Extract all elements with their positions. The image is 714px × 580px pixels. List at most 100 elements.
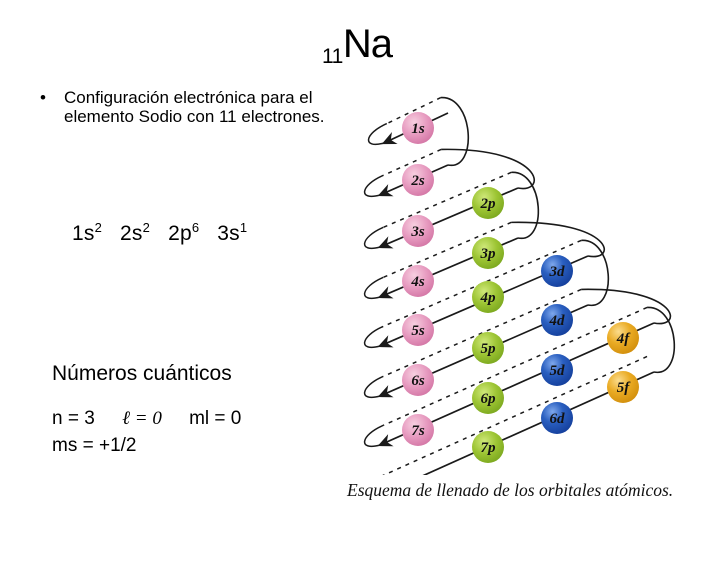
orbital-6d: 6d <box>541 402 573 434</box>
quantum-number-ms: ms = +1/2 <box>52 435 137 456</box>
orbital-3s: 3s <box>402 215 434 247</box>
orbital-bubble-s <box>402 112 434 144</box>
left-uturn-2 <box>363 174 384 198</box>
orbital-label: 5d <box>550 363 566 379</box>
orbital-4f: 4f <box>607 322 639 354</box>
orbital-6p: 6p <box>472 382 504 414</box>
orbital-bubble-s <box>402 164 434 196</box>
bullet-text: Configuración electrónica para el elemen… <box>64 88 325 126</box>
diagram-dashed-returns <box>382 96 648 475</box>
orbital-label: 6d <box>550 411 566 427</box>
orbital-2p: 2p <box>472 187 504 219</box>
orbital-bubble-s <box>402 215 434 247</box>
orbital-label: 6s <box>411 373 425 389</box>
orbital-bubble-p <box>472 281 504 313</box>
orbital-4s: 4s <box>402 265 434 297</box>
bullet-list-item: • Configuración electrónica para el elem… <box>36 88 336 126</box>
orbital-bubble-p <box>472 187 504 219</box>
page-title: 11Na <box>0 22 714 68</box>
orbital-bubble-s <box>402 364 434 396</box>
orbital-bubble-p <box>472 431 504 463</box>
orbital-label: 4s <box>410 274 425 290</box>
quantum-number-n: n = 3 <box>52 408 95 429</box>
config-term-base: 2p <box>168 222 192 245</box>
orbital-7s: 7s <box>402 414 434 446</box>
orbital-1s: 1s <box>402 112 434 144</box>
right-uturn-6 <box>581 288 672 325</box>
orbital-label: 4d <box>549 313 566 329</box>
right-uturn-7 <box>647 306 675 373</box>
quantum-numbers-heading: Números cuánticos <box>52 362 232 385</box>
config-term-2p: 2p6 <box>168 220 200 245</box>
orbital-bubble-d <box>541 304 573 336</box>
orbital-bubble-f <box>607 322 639 354</box>
orbital-label: 1s <box>411 121 425 137</box>
orbital-label: 3d <box>549 264 566 280</box>
orbital-5p: 5p <box>472 332 504 364</box>
orbital-7p: 7p <box>472 431 504 463</box>
orbital-3p: 3p <box>472 237 504 269</box>
orbital-filling-diagram: 1s 2s 2p 3s 3p 4s 3d 4p 5s 4d 4f 5p 6s 5d 5f 6p 7s 6d 7p <box>340 95 714 475</box>
orbital-bubble-s <box>402 314 434 346</box>
config-term-2s: 2s2 <box>120 220 151 245</box>
orbital-label: 7s <box>411 423 425 439</box>
diagram-caption: Esquema de llenado de los orbitales atóm… <box>347 480 674 500</box>
dashed-return-7 <box>382 306 648 427</box>
orbital-label: 7p <box>481 440 497 456</box>
left-uturn-5 <box>363 325 384 349</box>
left-uturn-3 <box>363 226 384 250</box>
orbital-bubble-d <box>541 354 573 386</box>
dashed-return-2 <box>382 148 442 177</box>
right-uturn-4 <box>511 221 605 258</box>
config-term-base: 3s <box>217 222 240 245</box>
orbital-bubble-d <box>541 402 573 434</box>
dashed-return-6 <box>382 288 582 378</box>
orbital-3d: 3d <box>541 255 573 287</box>
orbital-label: 6p <box>481 391 497 407</box>
orbital-2s: 2s <box>402 164 434 196</box>
orbital-4d: 4d <box>541 304 573 336</box>
diagram-orbital-bubbles: 1s 2s 2p 3s 3p 4s 3d 4p 5s 4d 4f 5p 6s 5d 5f 6p 7s 6d 7p <box>402 112 639 463</box>
right-uturn-5 <box>581 239 609 306</box>
left-uturn-6 <box>363 375 384 399</box>
config-term-base: 2s <box>120 222 143 245</box>
orbital-bubble-d <box>541 255 573 287</box>
orbital-6s: 6s <box>402 364 434 396</box>
orbital-4p: 4p <box>472 281 504 313</box>
orbital-bubble-s <box>402 265 434 297</box>
orbital-label: 5s <box>411 323 425 339</box>
config-term-exponent: 2 <box>94 220 103 235</box>
dashed-return-1 <box>386 96 442 125</box>
orbital-bubble-p <box>472 237 504 269</box>
orbital-5d: 5d <box>541 354 573 386</box>
orbital-bubble-s <box>402 414 434 446</box>
orbital-bubble-p <box>472 382 504 414</box>
orbital-label: 4p <box>480 290 497 306</box>
left-uturn-7 <box>363 424 384 448</box>
orbital-label: 4f <box>616 331 632 347</box>
orbital-label: 3s <box>410 224 425 240</box>
orbital-label: 5p <box>481 341 497 357</box>
dashed-return-8 <box>382 355 648 475</box>
right-uturn-1 <box>440 96 469 166</box>
element-symbol: Na <box>342 22 393 66</box>
diagram-connector-paths <box>363 96 675 475</box>
left-uturn-1 <box>367 122 388 146</box>
orbital-bubble-f <box>607 371 639 403</box>
orbital-bubble-p <box>472 332 504 364</box>
orbital-label: 2s <box>410 173 425 189</box>
config-term-exponent: 2 <box>142 220 151 235</box>
left-uturn-4 <box>363 276 384 300</box>
config-term-exponent: 1 <box>239 220 248 235</box>
config-term-exponent: 6 <box>191 220 200 235</box>
config-term-1s: 1s2 <box>72 220 103 245</box>
orbital-label: 3p <box>480 246 497 262</box>
config-term-3s: 3s1 <box>217 220 248 245</box>
quantum-number-ml: ml = 0 <box>189 408 242 429</box>
bullet-marker-icon: • <box>40 88 46 107</box>
config-term-base: 1s <box>72 222 95 245</box>
quantum-number-l: ℓ = 0 <box>122 408 162 429</box>
orbital-5f: 5f <box>607 371 639 403</box>
orbital-5s: 5s <box>402 314 434 346</box>
